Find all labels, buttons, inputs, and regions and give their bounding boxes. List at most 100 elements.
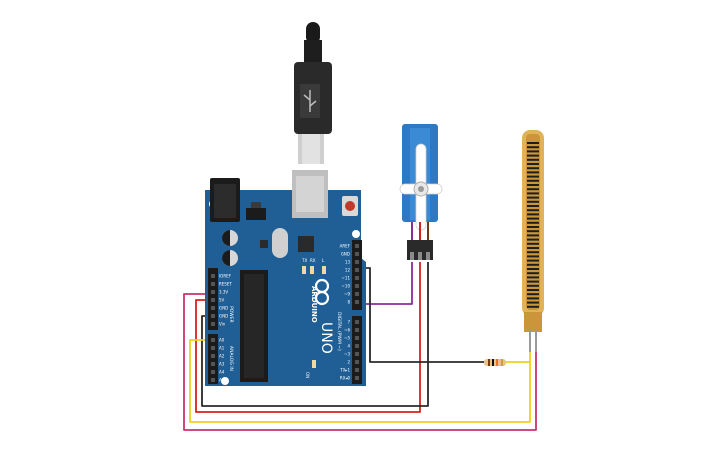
wire-yellow-a0[interactable]: [189, 339, 531, 423]
flex-trace: [527, 205, 539, 207]
header-socket[interactable]: [211, 370, 215, 374]
flex-sensor[interactable]: [522, 130, 544, 352]
flex-trace: [527, 268, 539, 270]
flex-trace: [527, 154, 539, 157]
flex-trace: [527, 184, 539, 186]
flex-trace: [527, 221, 539, 224]
flex-trace: [527, 163, 539, 165]
flex-trace: [527, 263, 539, 266]
pin-label: GND: [219, 306, 228, 311]
wire-black-gnd-resistor[interactable]: [356, 267, 486, 363]
header-socket[interactable]: [211, 362, 215, 366]
flex-trace: [527, 280, 539, 283]
header-socket[interactable]: [211, 346, 215, 350]
header-socket[interactable]: [211, 290, 215, 294]
header-socket[interactable]: [355, 300, 359, 304]
header-socket[interactable]: [355, 292, 359, 296]
header-socket[interactable]: [211, 314, 215, 318]
flex-trace: [527, 217, 539, 220]
header-socket[interactable]: [355, 336, 359, 340]
usb-cable[interactable]: [294, 22, 332, 164]
header-socket[interactable]: [211, 274, 215, 278]
flex-trace: [527, 213, 539, 216]
pin-label: A0: [219, 338, 225, 343]
header-socket[interactable]: [355, 320, 359, 324]
header-socket[interactable]: [211, 322, 215, 326]
flex-trace: [527, 192, 539, 195]
pin-label: A2: [219, 354, 225, 359]
pin-label: 7: [347, 320, 350, 325]
usb-trident-icon: [303, 90, 317, 112]
pin-label: 13: [345, 260, 351, 265]
flex-trace: [527, 284, 539, 287]
header-socket[interactable]: [211, 354, 215, 358]
brand-label: ARDUINO: [310, 286, 318, 323]
header-socket[interactable]: [355, 252, 359, 256]
header-socket[interactable]: [355, 328, 359, 332]
pin-label: Vin: [219, 322, 226, 327]
pin-label: 4: [347, 344, 350, 349]
pin-label: A1: [219, 346, 225, 351]
status-leds: [302, 266, 326, 368]
header-socket[interactable]: [355, 352, 359, 356]
pin-label: GND: [219, 314, 228, 319]
wire-magenta-3v3[interactable]: [183, 293, 537, 431]
header-socket[interactable]: [355, 284, 359, 288]
pin-label: RESET: [219, 282, 232, 287]
flex-trace: [527, 242, 539, 245]
pin-label: RX◂0: [340, 376, 351, 381]
header-socket[interactable]: [211, 306, 215, 310]
arduino-logo-icon: [314, 278, 330, 306]
servo-horn[interactable]: [399, 143, 443, 231]
flex-trace: [527, 150, 539, 153]
header-socket[interactable]: [211, 338, 215, 342]
pin-label: IOREF: [219, 274, 232, 279]
arduino-uno-board[interactable]: TX RX L ON ARDUINO UNO DIGITAL (PWM ~) P…: [205, 170, 366, 386]
on-label: ON: [305, 372, 310, 378]
pin-label: TX▸1: [339, 368, 350, 373]
reset-button[interactable]: [342, 196, 358, 216]
power-header-label: POWER: [228, 306, 234, 323]
flex-trace: [527, 259, 539, 262]
capacitor: [222, 250, 238, 266]
header-socket[interactable]: [355, 260, 359, 264]
crystal-oscillator: [272, 228, 288, 258]
header-socket[interactable]: [355, 268, 359, 272]
pin-label: GND: [341, 252, 350, 257]
pin-label: ~3: [344, 352, 350, 357]
micro-servo[interactable]: [399, 124, 443, 260]
header-socket[interactable]: [211, 282, 215, 286]
flex-trace: [527, 196, 539, 199]
header-socket[interactable]: [355, 376, 359, 380]
pin-label: 12: [345, 268, 351, 273]
flex-trace: [527, 171, 539, 174]
header-socket[interactable]: [355, 368, 359, 372]
pin-label: AREF: [340, 244, 351, 249]
flex-trace: [527, 226, 539, 228]
tx-label: TX: [301, 258, 307, 263]
flex-trace: [527, 276, 539, 279]
flex-trace: [527, 301, 539, 304]
header-socket[interactable]: [355, 360, 359, 364]
pin-label: ~6: [344, 328, 350, 333]
flex-trace: [527, 297, 539, 300]
flex-trace: [527, 251, 539, 254]
mounting-hole: [352, 230, 360, 238]
header-socket[interactable]: [355, 276, 359, 280]
header-socket[interactable]: [355, 244, 359, 248]
microcontroller-chip: [240, 270, 268, 382]
header-socket[interactable]: [211, 378, 215, 382]
header-socket[interactable]: [355, 344, 359, 348]
flex-trace: [527, 247, 539, 249]
flex-trace: [527, 200, 539, 203]
digital-header-label: DIGITAL (PWM ~): [336, 312, 342, 351]
pin-label: A5: [219, 378, 225, 383]
header-socket[interactable]: [211, 298, 215, 302]
wire-purple-signal[interactable]: [362, 262, 413, 305]
flex-trace: [527, 305, 539, 308]
resistor[interactable]: [484, 359, 506, 366]
